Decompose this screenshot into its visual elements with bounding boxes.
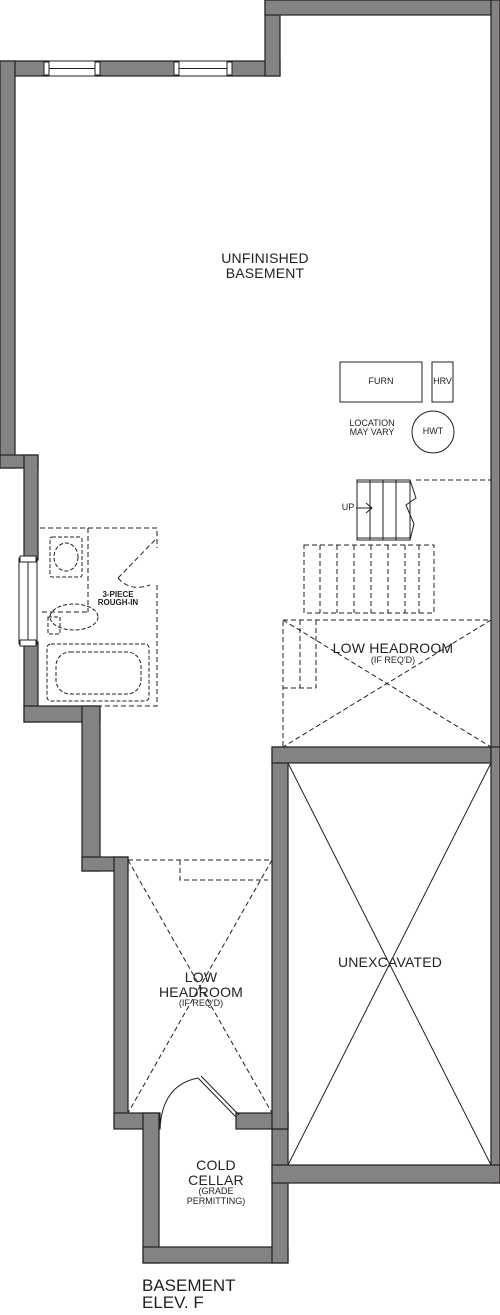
hrv-box [431, 361, 454, 403]
window-top-right [173, 60, 233, 77]
cold-cellar-line-3: (GRADE [198, 1186, 234, 1197]
room-label-unfinished-basement: UNFINISHED BASEMENT [214, 251, 316, 280]
bath-fixtures [46, 536, 150, 702]
plan-title: BASEMENT ELEV. F [142, 1277, 236, 1311]
unfinished-basement-line-1: UNFINISHED [221, 250, 309, 266]
hwt-label: HWT [422, 426, 444, 436]
bath-rough-in-line-1: 3-PIECE [102, 590, 134, 599]
low-headroom-left-line-3: (IF REQ'D) [178, 998, 224, 1009]
location-note-line-1: LOCATION [349, 418, 395, 428]
bath-rough-in-label: 3-PIECE ROUGH-IN [88, 590, 148, 608]
hwt-circle [411, 410, 455, 454]
exterior-walls [0, 0, 500, 1264]
stair-up-label: UP [341, 502, 355, 512]
low-headroom-left-line-1: LOW [184, 969, 218, 985]
location-note-line-2: MAY VARY [349, 427, 395, 438]
unfinished-basement-line-2: BASEMENT [225, 264, 305, 281]
low-headroom-right-line-1: LOW HEADROOM [332, 640, 454, 656]
mechanical [339, 361, 455, 454]
plan-title-line-1: BASEMENT [142, 1276, 236, 1295]
cold-cellar-line-1: COLD [196, 1157, 236, 1173]
furnace-box [339, 361, 423, 403]
bath-rough-in-line-2: ROUGH-IN [97, 598, 139, 608]
dashed-elements [40, 479, 492, 1114]
window-top-left [43, 60, 101, 77]
window-left [18, 555, 38, 647]
unexcavated-text: UNEXCAVATED [337, 954, 443, 970]
location-note: LOCATION MAY VARY [336, 418, 408, 438]
cold-cellar-line-4: PERMITTING) [186, 1195, 246, 1206]
cold-cellar-line-2: CELLAR [188, 1171, 244, 1188]
furnace-label: FURN [368, 376, 394, 386]
stairs [356, 479, 417, 541]
unexcavated-x [287, 762, 492, 1166]
low-headroom-left-line-2: HEADROOM [158, 983, 244, 1000]
plan-title-line-2: ELEV. F [142, 1293, 204, 1312]
room-label-unexcavated: UNEXCAVATED [300, 955, 480, 970]
room-label-low-headroom-left: LOW HEADROOM (IF REQ'D) [140, 970, 262, 1009]
hrv-label: HRV [433, 376, 452, 386]
room-label-low-headroom-right: LOW HEADROOM (IF REQ'D) [320, 641, 466, 665]
low-headroom-right-line-2: (IF REQ'D) [370, 654, 416, 665]
room-label-cold-cellar: COLD CELLAR (GRADE PERMITTING) [160, 1158, 272, 1206]
cellar-door [159, 1075, 240, 1130]
